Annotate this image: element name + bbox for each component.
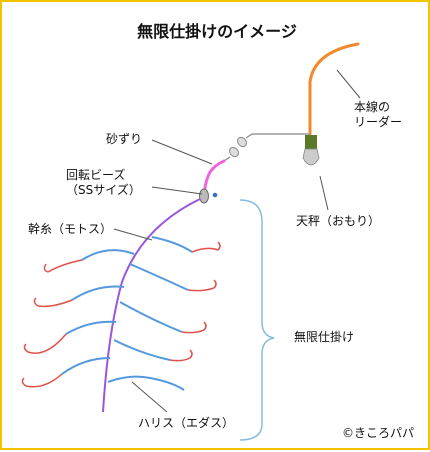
bead-dot [212,192,218,198]
pointer-leader [336,69,361,99]
swivel-icon [223,133,253,162]
swivel-bead-icon [199,188,209,204]
label-main-line: 本線の リーダー [354,100,403,129]
sinker-icon [302,135,320,166]
diagram-title: 無限仕掛けのイメージ [137,22,297,41]
pointer-sinker [319,175,329,211]
credit: ©きころパパ [342,426,415,440]
rig-brace [239,199,275,441]
label-sinker: 天秤（おもり） [296,214,381,228]
trunk-line [102,198,201,413]
pointer-branch [131,381,168,413]
main-line-leader [308,42,360,136]
left-branches [21,249,135,388]
label-trunk-line: 幹糸（モトス） [28,222,113,236]
label-beads: 回転ビーズ （SSサイズ） [66,168,141,197]
right-branches [107,236,221,391]
sand-slide-line [203,159,226,190]
label-infinite-rig: 無限仕掛け [294,330,355,344]
pointer-sand-slide [151,139,213,165]
label-sand-slide: 砂ずり [106,132,143,146]
pointer-trunk [113,228,153,241]
label-branch-line: ハリス（エダス） [138,416,235,430]
pointer-beads [151,186,203,195]
